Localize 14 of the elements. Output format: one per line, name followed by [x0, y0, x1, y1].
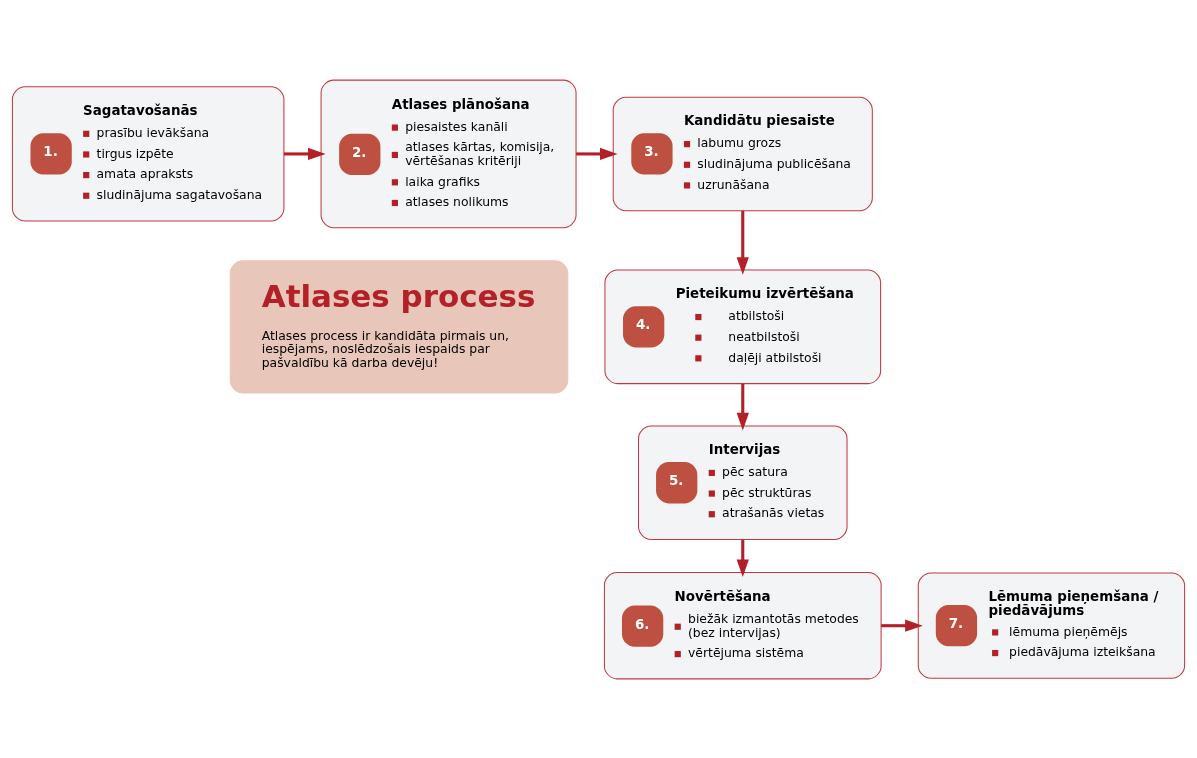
arrow	[736, 539, 749, 577]
node-box: 6. Novērtēšana biežāk izmantotās metodes (bez intervijas) vērtējuma sistēma	[603, 571, 882, 679]
arrow	[576, 147, 618, 160]
node-box: 2. Atlases plānošana piesaistes kanāli atlases kārtas, komisija, vērtēšanas kritēriji laika grafiks atlases nolikums	[320, 79, 577, 228]
node-box: 4. Pieteikumu izvērtēšana atbilstoši neatbilstoši daļēji atbilstoši	[604, 269, 882, 384]
node-box: Atlases process Atlases process ir kandidāta pirmais un, iespējams, noslēdzošais iespaids par pašvaldību kā darba devēju!	[229, 259, 569, 393]
node-box: 3. Kandidātu piesaiste labumu grozs sludinājuma publicēšana uzrunāšana	[612, 96, 873, 211]
node-box: 7. Lēmuma pieņemšana / piedāvājums lēmuma pieņēmējs piedāvājuma izteikšana	[917, 572, 1186, 679]
arrow	[284, 147, 326, 160]
arrow	[736, 383, 749, 430]
arrow	[881, 619, 923, 632]
node-box: 5. Intervijas pēc satura pēc struktūras atrašanās vietas	[638, 424, 848, 540]
arrow	[736, 210, 749, 275]
node-box: 1. Sagatavošanās prasību ievākšana tirgus izpēte amata apraksts sludinājuma sagatavošana	[11, 85, 285, 222]
